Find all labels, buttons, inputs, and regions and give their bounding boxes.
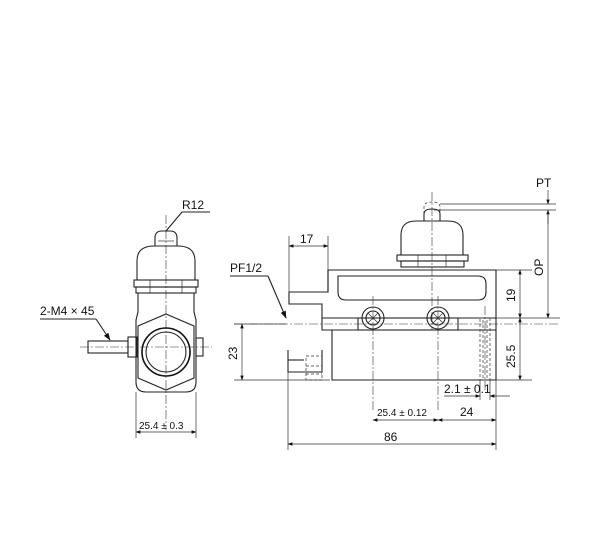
- label-op: OP: [532, 259, 546, 276]
- label-25-4: 25.4 ± 0.12: [377, 408, 427, 419]
- label-24: 24: [460, 405, 474, 419]
- label-pf: PF1/2: [230, 261, 262, 275]
- label-17: 17: [300, 232, 314, 246]
- label-width-side: 25.4 ± 0.3: [139, 421, 184, 432]
- front-view: [230, 190, 560, 450]
- label-pt: PT: [536, 176, 552, 190]
- label-19: 19: [504, 288, 518, 302]
- label-2-1: 2.1 ± 0.1: [444, 382, 491, 396]
- side-view: [40, 211, 212, 438]
- label-25-5: 25.5: [504, 344, 518, 368]
- label-86: 86: [384, 430, 398, 444]
- label-r12: R12: [182, 198, 204, 212]
- label-23: 23: [226, 346, 240, 360]
- label-m4: 2-M4 × 45: [40, 304, 95, 318]
